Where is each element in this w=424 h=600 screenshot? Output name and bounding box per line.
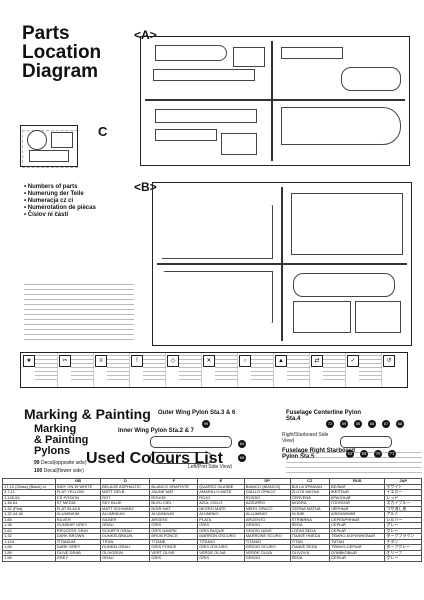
decal-flower: 100 Decal(flower side) <box>34 468 84 474</box>
table-cell: GRIGIO <box>243 555 291 562</box>
table-cell: ŽLUTÁ MATNÁ <box>289 489 331 496</box>
table-cell: イエロー <box>384 489 422 496</box>
left-side-note: Left/Port Side View) <box>188 464 233 470</box>
pylon-inner-drawing <box>150 452 212 464</box>
colours-title: Used Colours List <box>86 450 223 467</box>
marker: 67 <box>382 420 390 428</box>
sprue-c-shadow <box>22 130 78 168</box>
col-header: RUS <box>329 478 386 485</box>
table-cell: CS POSION <box>54 494 102 501</box>
sprue-label-a: <A> <box>134 28 157 42</box>
pylon-outer-drawing <box>150 436 232 448</box>
page-title: Parts Location Diagram <box>22 23 102 82</box>
pylon-center-drawing <box>340 436 392 448</box>
symbol-legend <box>24 284 134 344</box>
marker: 66 <box>368 420 376 428</box>
table-cell: ROJO <box>197 494 245 501</box>
sprue-label-b: <B> <box>134 180 157 194</box>
table-cell: BIA LA SPANIAN <box>289 483 331 490</box>
table-cell: FLAT YELLOW <box>54 489 102 496</box>
table-cell: スカイブルー <box>384 500 422 507</box>
table-cell: MATT GELB <box>100 489 151 496</box>
sprue-c-frame <box>20 125 78 167</box>
table-cell: ČERNÁ MATNÁ <box>289 505 331 512</box>
colours-table: GB D F E DP CZ RUS JAP 17,10 (Gloss) (Bl… <box>2 478 422 562</box>
sprue-a-frame <box>140 36 410 166</box>
table-cell: KT MEDIA <box>54 500 102 507</box>
table-cell: GRAU <box>100 555 151 562</box>
marking-subtitle: Marking & Painting Pylons <box>34 423 89 457</box>
table-cell: 1,96 <box>2 555 56 562</box>
outer-pylon-title: Outer Wing Pylon Sta.3 & 6 <box>158 410 236 416</box>
marker: 59 <box>354 420 362 428</box>
table-header-row: GB D F E DP CZ RUS JAP <box>2 478 422 485</box>
table-cell: ГОЛУБОЙ <box>329 500 386 507</box>
table-cell: ČERVENÁ <box>289 494 331 501</box>
marker: 72 <box>326 420 334 428</box>
table-cell: BELAGE ASPHALTIC <box>100 483 151 490</box>
col-header: D <box>100 478 151 485</box>
table-cell: СЕРЫЙ <box>329 555 386 562</box>
table-cell: БЕЛЫЙ <box>329 483 386 490</box>
marker: 66 <box>238 454 246 462</box>
table-cell: GREY <box>54 555 102 562</box>
table-cell: SKY BLUE <box>100 500 151 507</box>
col-header: JAP <box>384 478 422 485</box>
table-cell: GRIS <box>197 555 245 562</box>
table-cell: MATT SCHWARZ <box>100 505 151 512</box>
table-cell: レッド <box>384 494 422 501</box>
marker: 59 <box>340 420 348 428</box>
table-cell: КРАСНЫЙ <box>329 494 386 501</box>
table-cell: MODRÁ <box>289 500 331 507</box>
right-side-note: Right/Starboard Side View) <box>282 432 329 444</box>
inner-pylon-title: Inner Wing Pylon Sta.2 & 7 <box>118 428 194 434</box>
instruction-icon-row: ★ ✂ ≡ ! ◇ ✕ ○ ▲ ⇄ ✓ ↺ <box>20 352 408 388</box>
sprue-b-frame <box>152 182 412 346</box>
colour-brand-legend <box>286 452 422 474</box>
marker: 64 <box>238 440 246 448</box>
table-cell: QUARZO GLASBE <box>197 483 245 490</box>
marker: 68 <box>396 420 404 428</box>
decal-opposite: 99 Decal(opposite side) <box>34 460 87 466</box>
parts-legend: Numbers of parts Numerung der Teile Nume… <box>24 184 96 219</box>
table-cell: ŠEDÁ <box>289 555 331 562</box>
marking-title: Marking & Painting <box>24 406 151 422</box>
table-cell: AZUL CIELO <box>197 500 245 507</box>
table-cell: GRIS <box>149 555 199 562</box>
col-header: GB <box>54 478 102 485</box>
col-header: E <box>197 478 245 485</box>
table-cell: つや消し黒 <box>384 505 422 512</box>
table-cell: AMARILLO MATE <box>197 489 245 496</box>
table-cell: ホワイト <box>384 483 422 490</box>
col-header: CZ <box>289 478 331 485</box>
table-cell: ЧЁРНЫЙ <box>329 505 386 512</box>
marker: 99 <box>202 420 210 428</box>
table-cell: グレー <box>384 555 422 562</box>
table-cell: FLAT BLACK <box>54 505 102 512</box>
fuselage-center-title: Fuselage Centerline Pylon Sta.4 <box>286 410 362 422</box>
table-cell: NEGRO MATE <box>197 505 245 512</box>
table-cell: ROT <box>100 494 151 501</box>
sprue-label-c: C <box>98 124 108 139</box>
table-cell: INDY GN W WHITE <box>54 483 102 490</box>
table-cell: ЖЁЛТЫЙ <box>329 489 386 496</box>
